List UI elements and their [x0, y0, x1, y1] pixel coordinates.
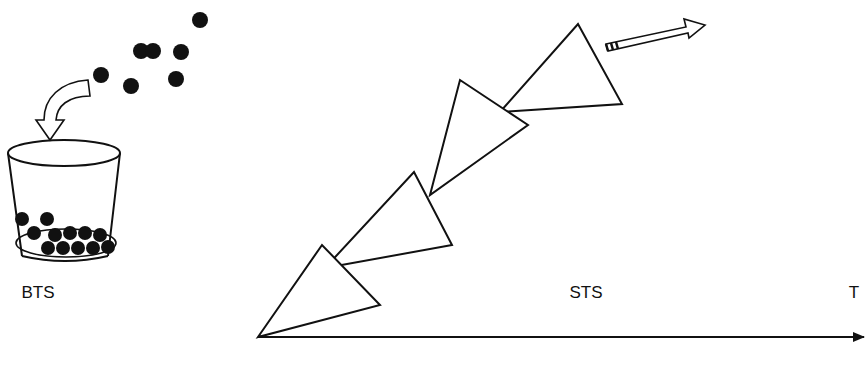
axis-label: STS: [569, 284, 602, 301]
axis-label: BTS: [21, 284, 54, 301]
axis-label: T: [849, 284, 859, 301]
cup: [8, 140, 120, 261]
time-axis: [258, 336, 864, 338]
settled-dots: [15, 212, 115, 255]
output-arrow: [606, 19, 705, 51]
falling-dots: [93, 12, 208, 94]
triangle-chain: [258, 24, 622, 337]
pour-arrow: [36, 80, 90, 140]
